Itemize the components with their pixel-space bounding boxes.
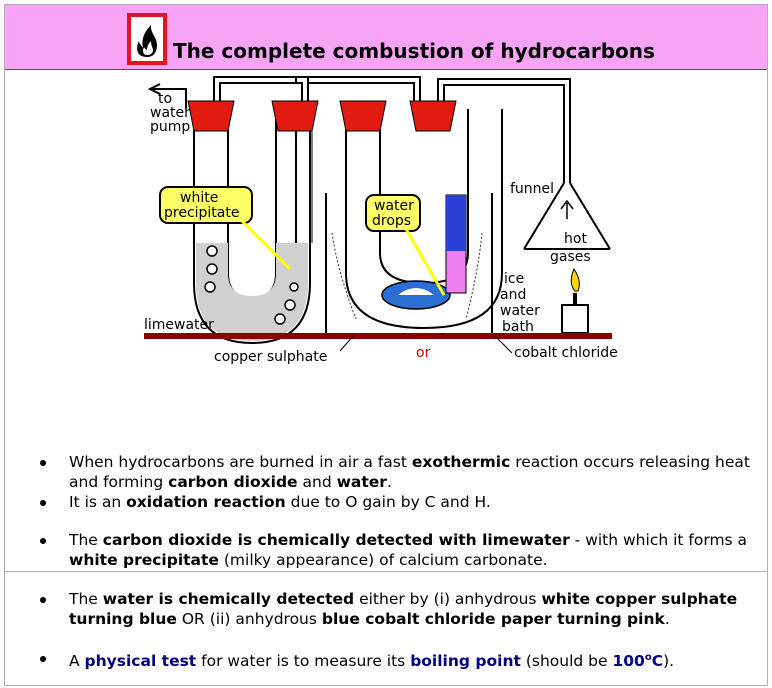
label-limewater: limewater	[144, 317, 214, 333]
page-frame	[4, 4, 768, 686]
label-hot-gases-1: hot	[564, 231, 587, 247]
label-ice-bath-1: ice	[504, 271, 524, 287]
list-item: A physical test for water is to measure …	[40, 648, 760, 671]
label-water-drops-1: water	[374, 198, 414, 214]
funnel	[523, 182, 611, 250]
list-item: The water is chemically detected either …	[40, 589, 760, 629]
water-drops-label-box	[365, 194, 421, 232]
label-to-water-pump-2: water	[150, 105, 190, 121]
label-white-precipitate-2: precipitate	[164, 205, 239, 221]
label-funnel: funnel	[510, 181, 554, 197]
copper-sulphate-u-tube-outer	[345, 109, 503, 330]
limewater-u-tube-outer	[193, 109, 311, 345]
flame-icon	[570, 267, 580, 292]
list-item: It is an oxidation reaction due to O gai…	[40, 492, 760, 512]
white-precipitate-label-box	[159, 186, 253, 224]
label-or: or	[416, 345, 431, 361]
stopper	[271, 100, 319, 132]
label-ice-bath-2: and	[500, 287, 526, 303]
page-title: The complete combustion of hydrocarbons	[173, 39, 655, 63]
bullet-icon	[40, 460, 46, 466]
hot-gases-arrow-icon	[560, 199, 574, 219]
section-divider	[5, 571, 767, 572]
label-copper-sulphate: copper sulphate	[214, 349, 327, 365]
combustion-apparatus-diagram: to water pump white precipitate water dr…	[144, 76, 618, 365]
label-hot-gases-2: gases	[550, 249, 591, 265]
flammable-hazard-icon	[127, 13, 167, 65]
list-item: When hydrocarbons are burned in air a fa…	[40, 452, 760, 492]
bullet-icon	[40, 500, 46, 506]
stopper	[409, 100, 457, 132]
arrow-icon	[147, 83, 161, 95]
label-ice-bath-3: water	[500, 303, 540, 319]
bench	[144, 333, 612, 339]
label-to-water-pump-3: pump	[150, 119, 190, 135]
label-ice-bath-4: bath	[502, 319, 534, 335]
stopper	[187, 100, 235, 132]
stopper	[339, 100, 387, 132]
bullet-icon	[40, 597, 46, 603]
bullet-icon	[40, 538, 46, 544]
label-to-water-pump-1: to	[158, 91, 172, 107]
label-white-precipitate-1: white	[180, 190, 218, 206]
list-item: The carbon dioxide is chemically detecte…	[40, 530, 760, 570]
label-water-drops-2: drops	[372, 213, 411, 229]
burner	[561, 304, 589, 334]
bullet-icon	[40, 656, 46, 662]
label-cobalt-chloride: cobalt chloride	[514, 345, 618, 361]
header-divider	[5, 69, 767, 70]
page-header: The complete combustion of hydrocarbons	[5, 5, 767, 69]
pump-tube	[152, 88, 187, 109]
